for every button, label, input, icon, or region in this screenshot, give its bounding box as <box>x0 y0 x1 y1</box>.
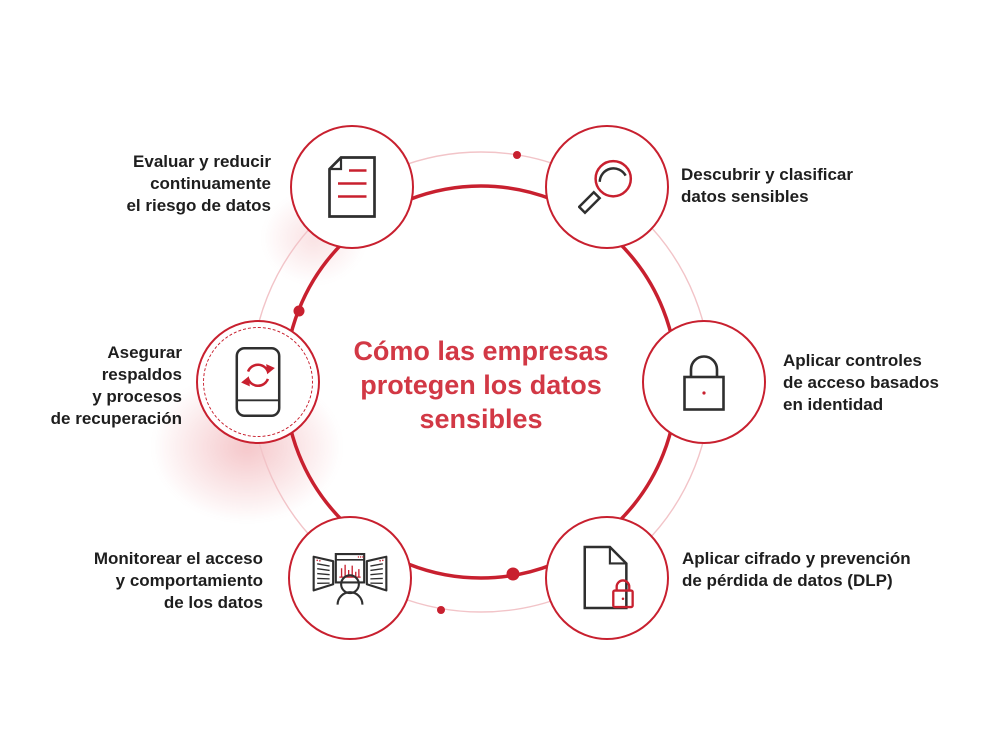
label-line: Aplicar controles <box>783 351 922 370</box>
label-line: de recuperación <box>50 409 182 428</box>
padlock-icon <box>683 355 725 411</box>
node-encryption-dlp <box>545 516 669 640</box>
label-line: Aplicar cifrado y prevención <box>682 549 911 568</box>
label-line: de los datos <box>163 593 263 612</box>
backup-refresh-icon <box>235 346 281 418</box>
node-discover-classify <box>545 125 669 249</box>
label-monitor-access: Monitorear el acceso y comportamiento de… <box>94 548 263 614</box>
label-line: Evaluar y reducir <box>133 152 271 171</box>
node-assess-risk <box>290 125 414 249</box>
label-line: continuamente <box>150 174 271 193</box>
label-encryption-dlp: Aplicar cifrado y prevención de pérdida … <box>682 548 911 592</box>
label-line: de pérdida de datos (DLP) <box>682 571 893 590</box>
center-title-line: protegen los datos <box>360 370 602 400</box>
document-lock-icon <box>583 545 634 610</box>
label-line: el riesgo de datos <box>126 196 271 215</box>
label-backups-recovery: Asegurar respaldos y procesos de recuper… <box>51 342 182 430</box>
label-assess-risk: Evaluar y reducir continuamente el riesg… <box>126 151 271 217</box>
label-line: respaldos <box>101 365 182 384</box>
node-access-identity <box>642 320 766 444</box>
label-access-identity: Aplicar controles de acceso basados en i… <box>783 350 939 416</box>
label-line: y procesos <box>92 387 182 406</box>
label-line: Descubrir y clasificar <box>681 165 853 184</box>
magnifier-icon <box>578 159 633 215</box>
label-line: datos sensibles <box>681 187 809 206</box>
label-line: Asegurar <box>107 343 182 362</box>
ring-dot-bottom-small <box>437 606 445 614</box>
document-lines-icon <box>328 156 376 218</box>
label-line: de acceso basados <box>783 373 939 392</box>
center-title: Cómo las empresas protegen los datos sen… <box>321 334 641 436</box>
label-line: y comportamiento <box>115 571 263 590</box>
ring-dot-bottom-large <box>506 567 520 581</box>
monitors-person-icon <box>312 553 388 605</box>
center-title-line: Cómo las empresas <box>353 336 609 366</box>
ring-dot-top <box>513 151 521 159</box>
label-line: Monitorear el acceso <box>93 549 263 568</box>
node-backups-recovery <box>196 320 320 444</box>
label-line: en identidad <box>783 395 884 414</box>
label-discover-classify: Descubrir y clasificar datos sensibles <box>681 164 853 208</box>
node-monitor-access <box>288 516 412 640</box>
center-title-line: sensibles <box>419 404 543 434</box>
ring-dot-left <box>293 305 305 317</box>
